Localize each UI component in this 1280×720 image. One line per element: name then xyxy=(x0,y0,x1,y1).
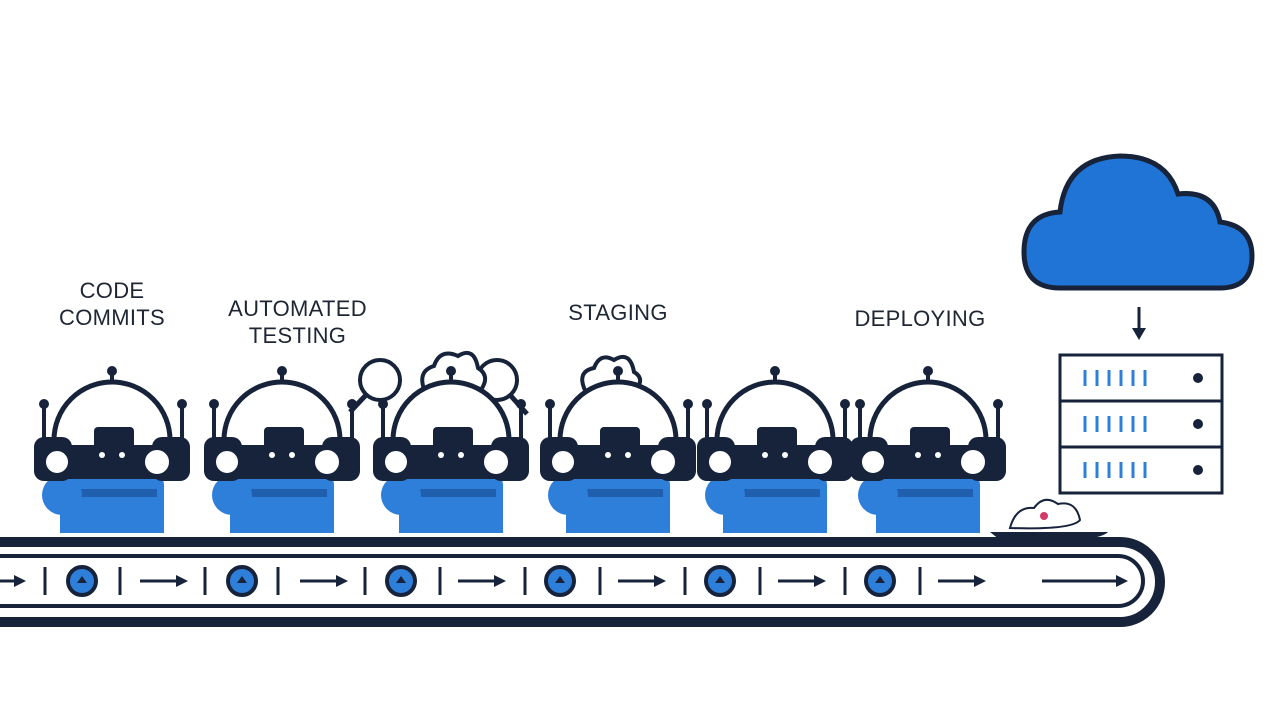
arrow-right-icon xyxy=(936,573,988,589)
robot-icon xyxy=(204,366,360,533)
magnifier-icon xyxy=(348,358,402,414)
arrow-down-icon xyxy=(1132,307,1146,340)
arrow-right-icon xyxy=(616,573,668,589)
gear-token-icon xyxy=(66,565,98,597)
conveyor-belt xyxy=(0,537,1165,627)
belt-markings xyxy=(0,565,1128,597)
gear-token-icon xyxy=(544,565,576,597)
arrow-right-icon xyxy=(0,575,26,587)
gear-token-icon xyxy=(385,565,417,597)
robot-icon xyxy=(697,366,853,533)
cloud-icon xyxy=(1021,153,1255,291)
stage-label-code-commits: CODE COMMITS xyxy=(59,278,165,330)
arrow-right-icon xyxy=(138,573,190,589)
robot-icon xyxy=(850,366,1006,533)
output-tray-icon xyxy=(990,498,1108,540)
robot-icon xyxy=(34,366,190,533)
stage-label-automated-testing: AUTOMATED TESTING xyxy=(228,296,367,348)
stage-label-staging: STAGING xyxy=(568,300,668,325)
arrow-right-icon xyxy=(1042,575,1128,587)
arrow-right-icon xyxy=(456,573,508,589)
gear-token-icon xyxy=(226,565,258,597)
robot-icon xyxy=(540,366,696,533)
gear-token-icon xyxy=(864,565,896,597)
arrow-right-icon xyxy=(776,573,828,589)
arrow-right-icon xyxy=(298,573,350,589)
stage-label-deploying: DEPLOYING xyxy=(854,306,986,331)
server-rack-icon xyxy=(1058,353,1224,495)
gear-token-icon xyxy=(704,565,736,597)
